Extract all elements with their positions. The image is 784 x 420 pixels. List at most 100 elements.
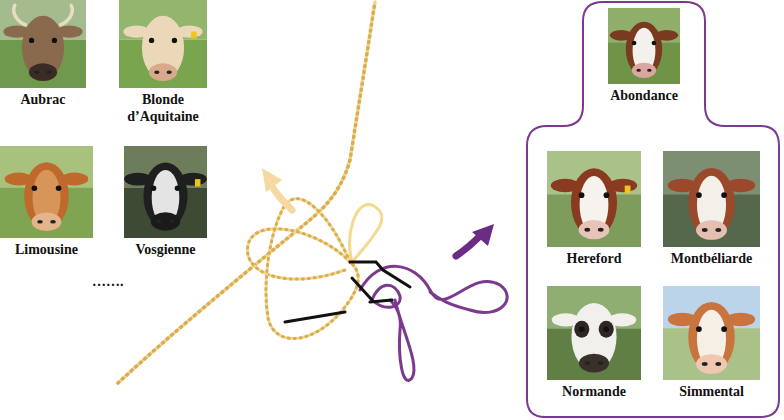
- cow-horn: [61, 5, 73, 24]
- cow-nostril: [585, 361, 591, 365]
- cow-muzzle: [151, 212, 180, 230]
- cow-horn: [14, 5, 26, 24]
- cow-eye: [721, 326, 727, 332]
- cow-eye: [175, 186, 181, 192]
- purple-arrow: [456, 224, 494, 256]
- breed-photo-card: Blonde d’Aquitaine: [119, 0, 207, 125]
- cow-nostril: [37, 220, 43, 224]
- cow-nostril: [715, 362, 721, 366]
- cow-eye: [604, 192, 610, 198]
- cow-photo: [0, 146, 93, 238]
- cow-eye: [149, 38, 154, 43]
- cow-muzzle: [579, 354, 609, 373]
- cow-eye: [632, 41, 637, 46]
- cow-eye: [721, 192, 727, 198]
- breed-name: Montbéliarde: [660, 250, 764, 267]
- bridge-edge: [370, 300, 392, 302]
- group-outline: AbondanceHerefordMontbéliardeNormandeSim…: [513, 1, 781, 418]
- graph-loop: [266, 199, 358, 339]
- cow-nostril: [636, 69, 641, 72]
- graph-loop: [247, 229, 350, 279]
- cow-eye: [579, 326, 585, 332]
- cow-muzzle: [696, 354, 727, 373]
- cow-patch: [599, 321, 614, 338]
- cow-photo: [663, 151, 760, 247]
- graph-loop: [266, 199, 358, 339]
- cow-nostril: [598, 361, 604, 365]
- cow-nostril: [702, 228, 708, 232]
- breed-name: Vosgienne: [116, 241, 216, 258]
- cow-muzzle: [32, 212, 62, 231]
- cow-muzzle: [149, 63, 177, 81]
- cow-nostril: [154, 70, 159, 74]
- cow-muzzle: [579, 220, 610, 239]
- breed-photo-card: Abondance: [608, 8, 680, 104]
- yellow-arrow: [262, 168, 292, 210]
- breed-name: Simmental: [660, 383, 764, 400]
- cow-muzzle: [632, 63, 656, 78]
- cow-patch: [574, 321, 589, 338]
- bridge-edge: [350, 262, 410, 287]
- ear-tag: [625, 186, 631, 194]
- breed-photo-card: Aubrac: [0, 0, 86, 108]
- cow-eye: [652, 41, 657, 46]
- breed-name: Normande: [542, 383, 646, 400]
- cow-nostril: [50, 220, 56, 224]
- graph-loop: [350, 205, 382, 262]
- breed-name: Hereford: [542, 250, 646, 267]
- graph-loop: [360, 266, 507, 312]
- purple-cluster: [360, 266, 507, 380]
- cow-photo: [547, 286, 641, 380]
- group-outline-path: [527, 2, 779, 417]
- graph-loop: [247, 229, 350, 279]
- breed-photo-card: Limousine: [0, 146, 93, 258]
- graph-strand: [118, 2, 375, 383]
- graph-bridges: [285, 262, 410, 322]
- cow-nostril: [34, 70, 39, 74]
- arrow-shaft: [456, 236, 480, 256]
- cow-photo: [124, 146, 207, 238]
- breed-name: Abondance: [589, 87, 699, 104]
- breed-photo-card: Simmental: [663, 286, 760, 400]
- cow-eye: [29, 38, 34, 43]
- cow-nostril: [715, 228, 721, 232]
- cow-nostril: [47, 70, 52, 74]
- ear-tag: [191, 32, 196, 39]
- cow-photo: [0, 0, 86, 88]
- breed-photo-card: Vosgienne: [124, 146, 207, 258]
- arrow-head: [262, 168, 282, 192]
- cow-nostril: [167, 70, 172, 74]
- graph-loop: [372, 285, 400, 307]
- cow-eye: [579, 192, 585, 198]
- yellow-cluster: [118, 2, 382, 383]
- cow-nostril: [156, 220, 162, 224]
- cow-muzzle: [29, 63, 57, 81]
- cow-eye: [696, 192, 702, 198]
- cow-nostril: [647, 69, 652, 72]
- breed-photo-card: Montbéliarde: [663, 151, 760, 267]
- cow-muzzle: [696, 220, 727, 239]
- cow-photo: [608, 8, 680, 84]
- cow-eye: [696, 326, 702, 332]
- cow-photo: [547, 151, 641, 247]
- ear-tag: [195, 179, 201, 186]
- arrow-head: [472, 224, 494, 246]
- cow-eye: [52, 38, 57, 43]
- cow-photo: [663, 286, 760, 380]
- cow-eye: [56, 185, 62, 191]
- cow-eye: [172, 38, 177, 43]
- arrow-shaft: [272, 186, 292, 210]
- cow-eye: [603, 326, 609, 332]
- breed-name: Limousine: [0, 241, 97, 258]
- breed-name: Aubrac: [0, 91, 93, 108]
- breed-photo-card: Hereford: [547, 151, 641, 267]
- cow-eye: [32, 185, 38, 191]
- graph-strand: [118, 2, 375, 383]
- graph-loop: [390, 300, 414, 380]
- cow-eye: [151, 186, 157, 192]
- ellipsis-label: …….: [92, 274, 124, 290]
- cow-nostril: [584, 228, 590, 232]
- bridge-edge: [285, 312, 345, 322]
- cow-photo: [119, 0, 207, 88]
